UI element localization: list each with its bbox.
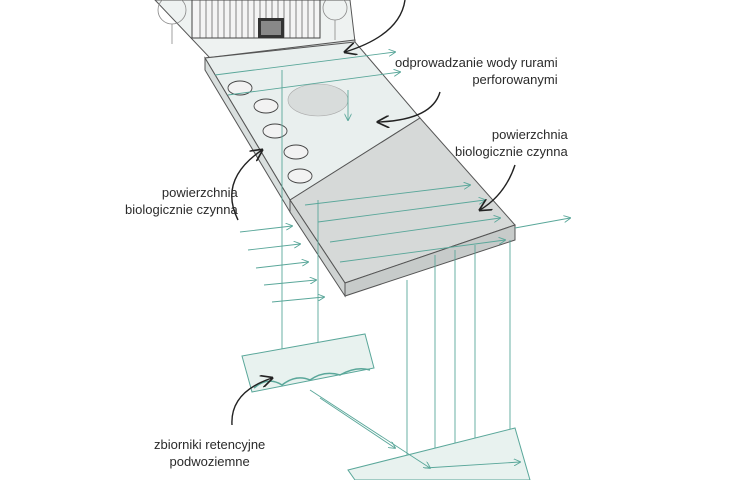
vertical-drainage-lines bbox=[282, 70, 510, 475]
tank-transfer-lines bbox=[309, 389, 520, 468]
building-icon bbox=[191, 0, 321, 39]
retention-tanks-label: zbiorniki retencyjne podwoziemne bbox=[154, 436, 265, 470]
drainage-label: odprowadzanie wody rurami perforowanymi bbox=[395, 54, 558, 88]
arrow-icon bbox=[231, 378, 272, 426]
inflow-arrows bbox=[239, 226, 324, 303]
arrow-icon bbox=[231, 150, 262, 221]
surface-water-lines bbox=[214, 52, 570, 263]
arrow-icon bbox=[378, 91, 441, 122]
bio-surface-right-line2: biologicznie czynna bbox=[455, 144, 568, 159]
retention-tank-lower bbox=[347, 427, 531, 480]
bio-surface-right-line1: powierzchnia bbox=[491, 127, 568, 142]
lower-slab bbox=[289, 117, 516, 298]
tree-icon bbox=[157, 0, 348, 44]
drainage-label-line2: perforowanymi bbox=[472, 72, 558, 87]
arrow-icon bbox=[345, 0, 406, 52]
arrow-icon bbox=[480, 164, 516, 210]
drainage-label-line1: odprowadzanie wody rurami bbox=[395, 55, 558, 70]
bio-surface-left-line2: biologicznie czynna bbox=[125, 202, 238, 217]
bio-surface-right-label: powierzchnia biologicznie czynna bbox=[455, 126, 568, 160]
retention-tank-upper bbox=[241, 333, 375, 393]
bio-surface-left-line1: powierzchnia bbox=[161, 185, 238, 200]
middle-slab bbox=[204, 41, 421, 214]
retention-tanks-line2: podwoziemne bbox=[169, 454, 250, 469]
retention-tanks-line1: zbiorniki retencyjne bbox=[154, 437, 266, 452]
callout-arrows bbox=[231, 0, 516, 426]
bio-surface-left-label: powierzchnia biologicznie czynna bbox=[125, 184, 238, 218]
